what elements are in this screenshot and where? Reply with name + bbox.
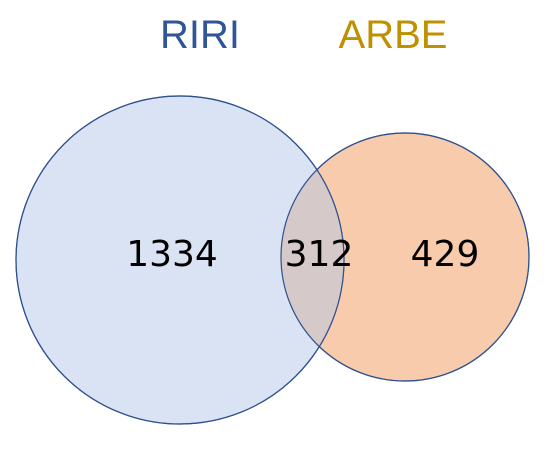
set-outline-arbe xyxy=(280,132,530,382)
count-arbe-only: 429 xyxy=(411,234,480,275)
set-outline-riri xyxy=(15,95,345,425)
set-title-riri: RIRI xyxy=(160,13,240,57)
count-riri-only: 1334 xyxy=(126,234,218,275)
count-intersection: 312 xyxy=(285,234,354,275)
set-title-arbe: ARBE xyxy=(339,13,448,57)
